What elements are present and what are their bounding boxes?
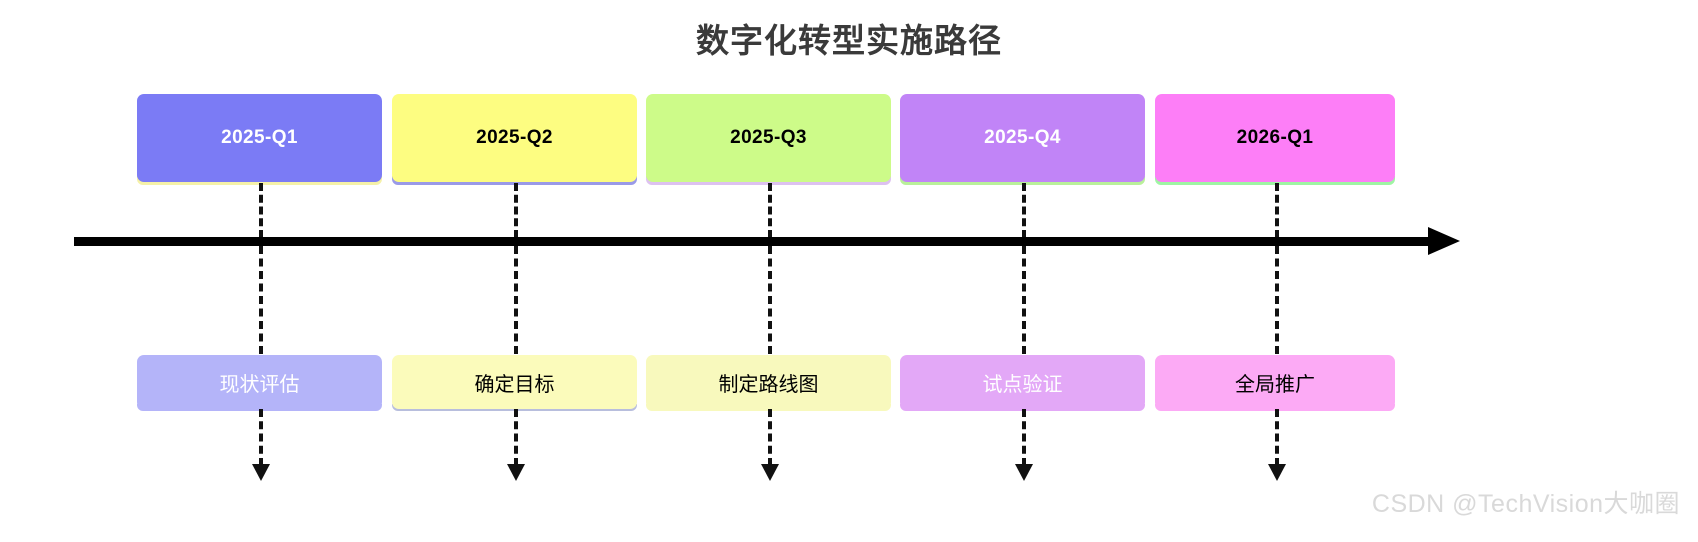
connector-quarter-to-axis-4	[1022, 183, 1026, 238]
quarter-card-3[interactable]: 2025-Q3	[646, 94, 891, 182]
quarter-label: 2025-Q2	[476, 127, 553, 148]
quarter-card-4[interactable]: 2025-Q4	[900, 94, 1145, 182]
quarter-card-5[interactable]: 2026-Q1	[1155, 94, 1395, 182]
milestone-label: 制定路线图	[718, 373, 819, 396]
milestone-card-5[interactable]: 全局推广	[1155, 355, 1395, 409]
down-arrow-icon-2	[507, 464, 525, 481]
connector-quarter-to-axis-5	[1275, 183, 1279, 238]
timeline-arrow-icon	[1428, 227, 1460, 255]
down-arrow-icon-4	[1015, 464, 1033, 481]
page-title: 数字化转型实施路径	[696, 22, 1002, 59]
down-arrow-icon-1	[252, 464, 270, 481]
quarter-label: 2025-Q3	[730, 127, 807, 148]
quarter-card-2[interactable]: 2025-Q2	[392, 94, 637, 182]
csdn-watermark: CSDN @TechVision大咖圈	[1371, 490, 1680, 518]
connector-milestone-down-5	[1275, 409, 1279, 466]
milestone-card-2[interactable]: 确定目标	[392, 355, 637, 409]
milestone-card-4[interactable]: 试点验证	[900, 355, 1145, 409]
connector-axis-to-milestone-4	[1022, 246, 1026, 354]
connector-quarter-to-axis-3	[768, 183, 772, 238]
connector-milestone-down-1	[259, 409, 263, 466]
connector-milestone-down-3	[768, 409, 772, 466]
down-arrow-icon-3	[761, 464, 779, 481]
connector-axis-to-milestone-2	[514, 246, 518, 354]
milestone-label: 确定目标	[474, 373, 555, 396]
milestone-label: 全局推广	[1235, 373, 1315, 396]
connector-axis-to-milestone-1	[259, 246, 263, 354]
milestone-label: 试点验证	[982, 373, 1063, 396]
quarter-card-1[interactable]: 2025-Q1	[137, 94, 382, 182]
connector-axis-to-milestone-3	[768, 246, 772, 354]
timeline-axis-line	[74, 237, 1430, 246]
milestone-label: 现状评估	[219, 373, 300, 396]
down-arrow-icon-5	[1268, 464, 1286, 481]
connector-milestone-down-4	[1022, 409, 1026, 466]
quarter-label: 2025-Q4	[984, 127, 1061, 148]
quarter-label: 2026-Q1	[1236, 127, 1314, 148]
milestone-card-3[interactable]: 制定路线图	[646, 355, 891, 409]
connector-milestone-down-2	[514, 409, 518, 466]
connector-quarter-to-axis-1	[259, 183, 263, 238]
connector-quarter-to-axis-2	[514, 183, 518, 238]
connector-axis-to-milestone-5	[1275, 246, 1279, 354]
quarter-label: 2025-Q1	[221, 127, 298, 148]
milestone-card-1[interactable]: 现状评估	[137, 355, 382, 409]
